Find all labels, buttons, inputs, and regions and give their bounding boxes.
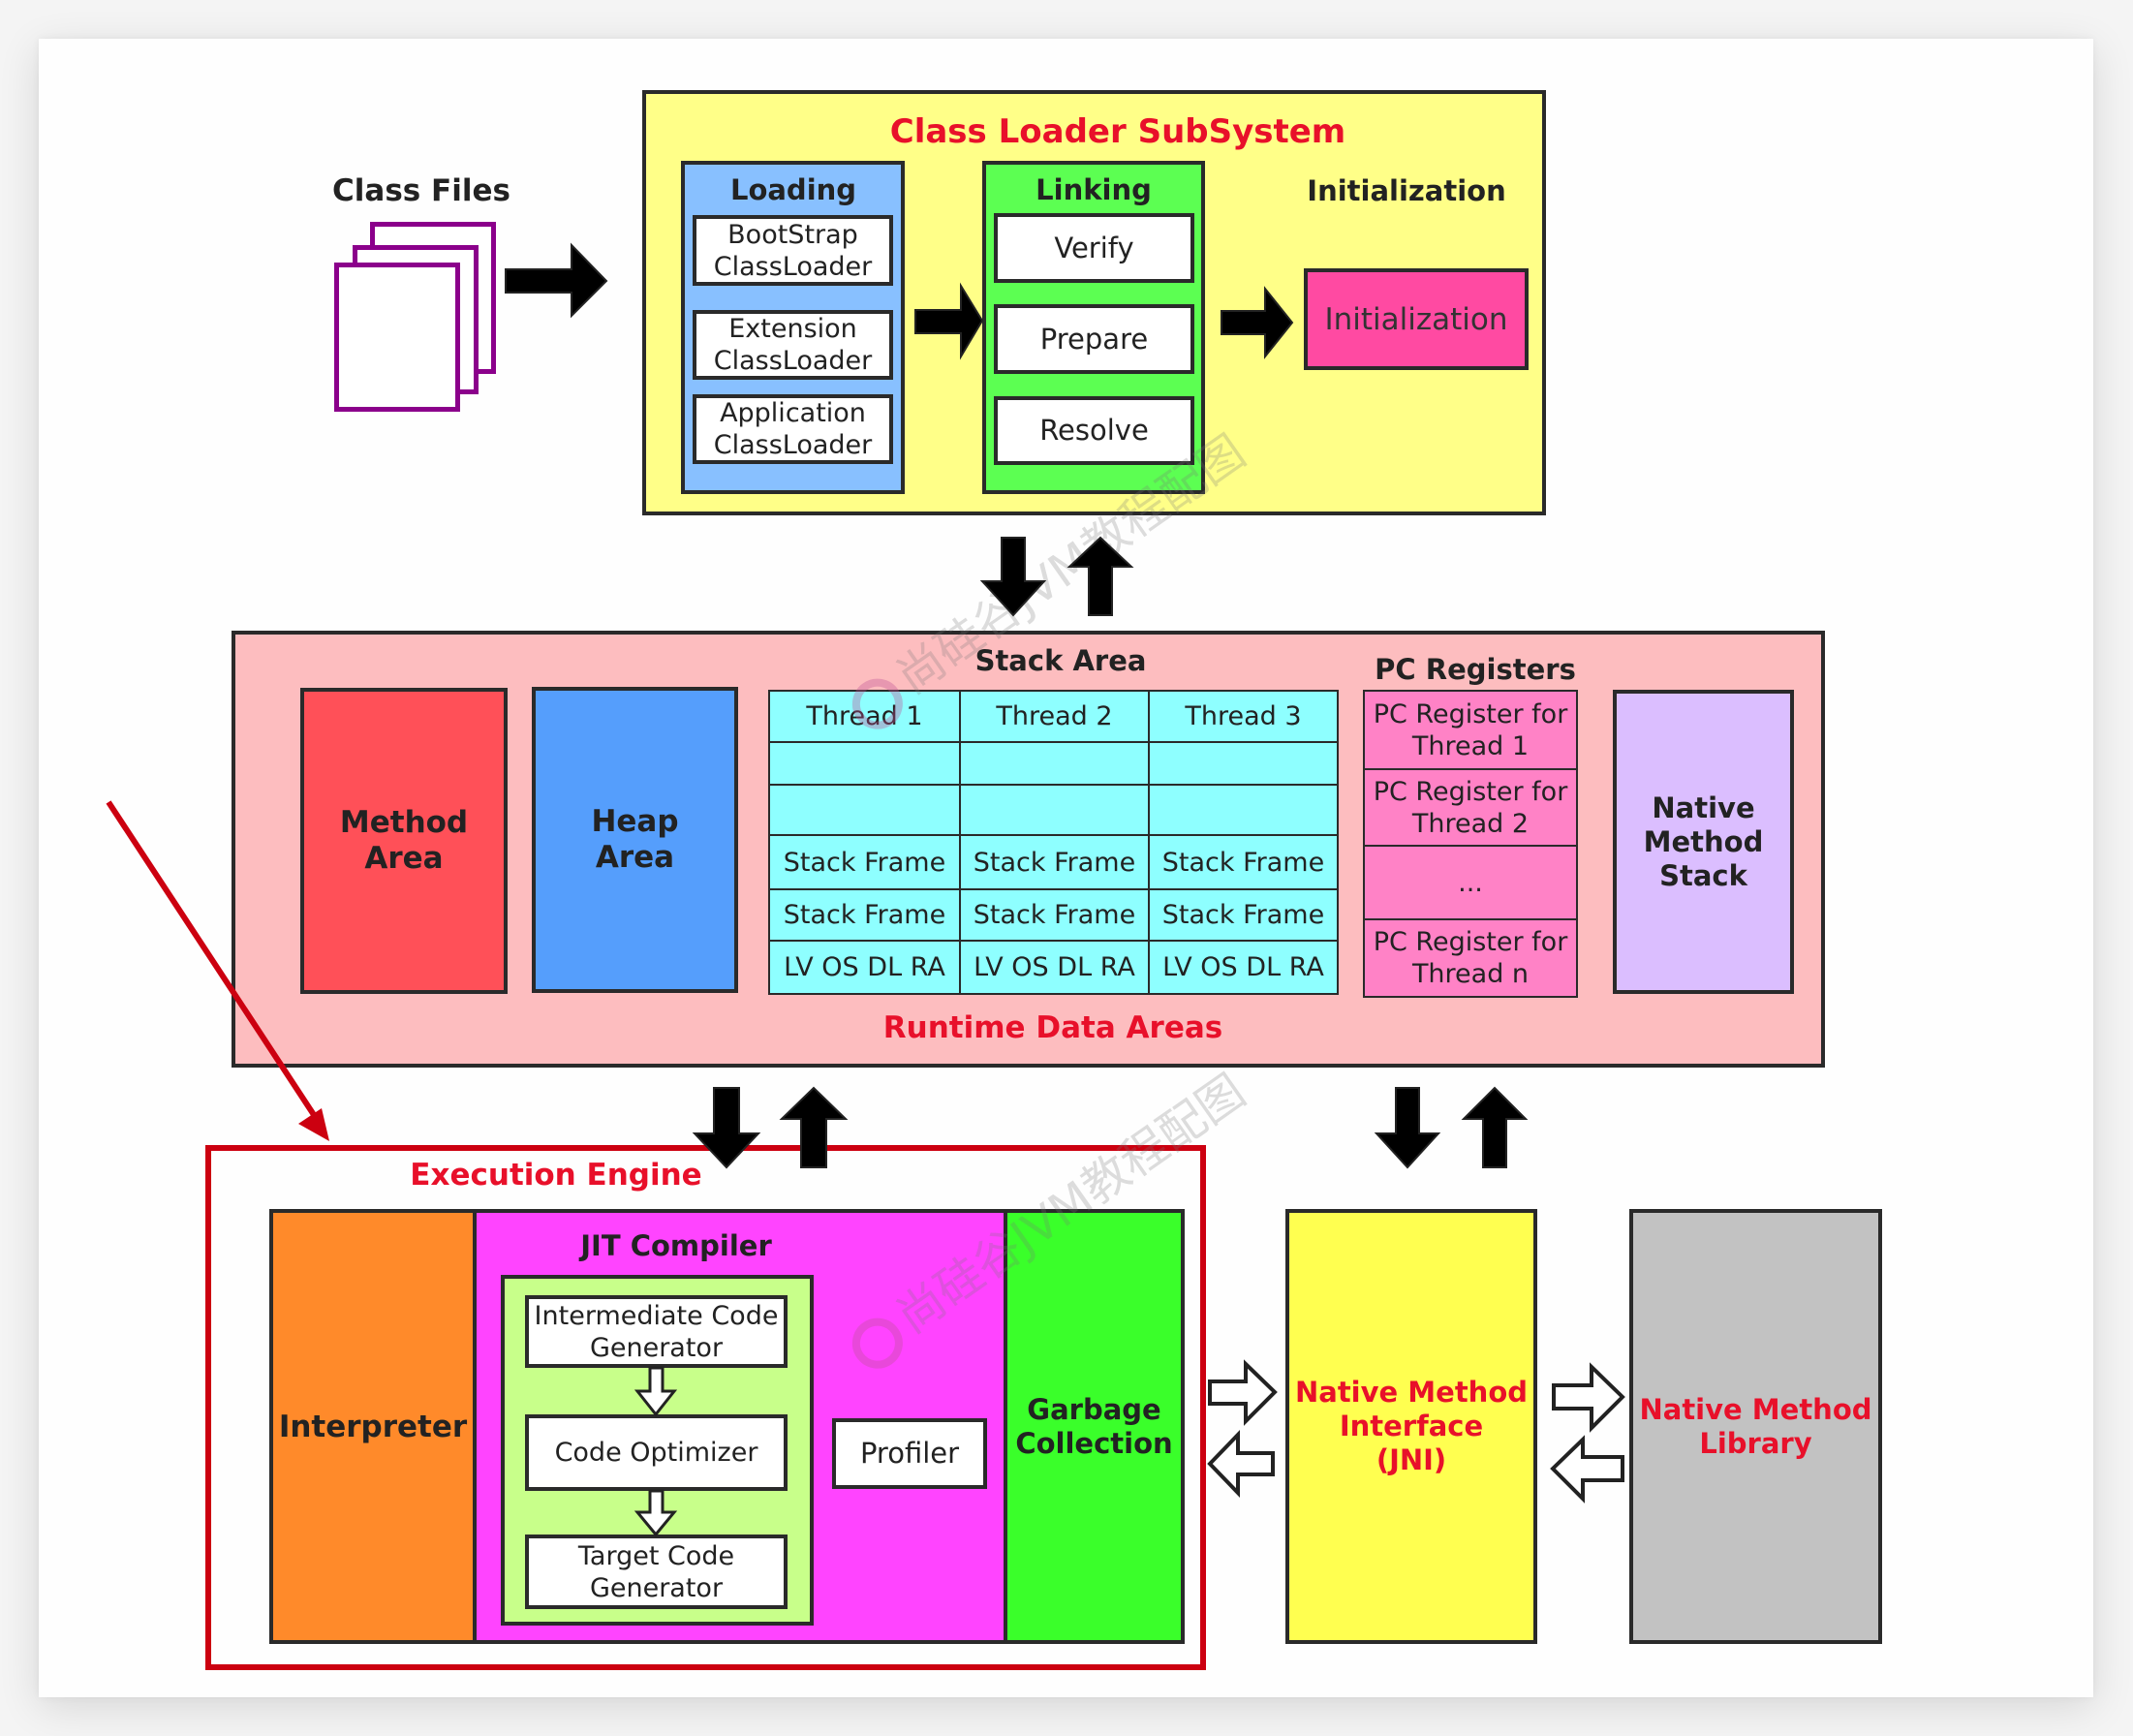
native-lib-line1: Native Method [1639,1392,1872,1426]
intermediate-code-generator: Intermediate Code Generator [525,1295,788,1368]
extension-line2: ClassLoader [713,346,873,376]
pc-registers-label: PC Registers [1375,653,1576,686]
class-file-page-front [334,263,460,412]
stack-cell [1148,784,1339,836]
native-method-library: Native Method Library [1629,1209,1882,1644]
stack-cell: Stack Frame [1148,834,1339,890]
execution-engine-title: Execution Engine [410,1158,702,1193]
stack-cell [768,741,961,786]
jni-line1: Native Method [1294,1376,1529,1409]
initialization-step: Initialization [1304,268,1529,370]
verify-step: Verify [994,213,1194,283]
jit-compiler-label: JIT Compiler [580,1229,772,1262]
method-area-line2: Area [364,841,444,876]
gc-line2: Collection [1015,1426,1173,1460]
stack-cell [768,784,961,836]
stack-cell [959,741,1150,786]
linking-label: Linking [1036,173,1152,206]
stack-cell: Stack Frame [768,834,961,890]
stack-area-label: Stack Area [974,644,1147,677]
bootstrap-line2: ClassLoader [713,251,873,282]
jni-line3: (JNI) [1376,1443,1447,1476]
native-lib-line2: Library [1699,1426,1812,1460]
stack-cell: Stack Frame [959,888,1150,942]
profiler: Profiler [832,1418,987,1489]
stack-cell: LV OS DL RA [1148,940,1339,995]
stack-cell: Stack Frame [1148,888,1339,942]
bootstrap-classloader: BootStrap ClassLoader [693,215,893,286]
thread-header: Thread 1 [768,690,961,743]
stack-cell: LV OS DL RA [959,940,1150,995]
method-area-line1: Method [339,805,469,840]
icg-line2: Generator [589,1332,724,1363]
extension-classloader: Extension ClassLoader [693,310,893,380]
loading-label: Loading [729,173,857,206]
tcg-line2: Generator [589,1572,724,1603]
runtime-data-areas-title: Runtime Data Areas [882,1010,1223,1045]
pc-register-line: Thread 2 [1411,808,1530,839]
resolve-step: Resolve [994,396,1194,465]
pc-register-line: Thread n [1411,959,1530,989]
stack-cell: Stack Frame [959,834,1150,890]
class-files-label: Class Files [332,173,510,208]
stack-cell [959,784,1150,836]
interpreter: Interpreter [269,1209,477,1644]
stack-cell: LV OS DL RA [768,940,961,995]
native-stack-line3: Stack [1659,858,1747,892]
pc-register-line: PC Register for [1373,927,1568,957]
class-loader-title: Class Loader SubSystem [889,112,1346,151]
prepare-step: Prepare [994,304,1194,374]
garbage-collection: Garbage Collection [1004,1209,1185,1644]
pc-register-line: PC Register for [1373,698,1568,729]
heap-area-line2: Area [595,840,675,875]
native-method-stack: Native Method Stack [1613,690,1794,994]
initialization-label: Initialization [1307,174,1506,207]
pc-register-line: ... [1458,867,1483,898]
pc-register-line: PC Register for [1373,776,1568,807]
jni-line2: Interface [1339,1410,1484,1442]
extension-line1: Extension [728,314,857,344]
pc-register-line: Thread 1 [1411,730,1530,761]
icg-line1: Intermediate Code [534,1300,779,1331]
tcg-line1: Target Code [577,1540,735,1571]
native-stack-line2: Method [1643,824,1764,858]
target-code-generator: Target Code Generator [525,1534,788,1609]
application-line2: ClassLoader [713,430,873,460]
thread-header: Thread 2 [959,690,1150,743]
gc-line1: Garbage [1027,1392,1161,1426]
stack-cell: Stack Frame [768,888,961,942]
bootstrap-line1: BootStrap [727,219,858,250]
application-line1: Application [720,398,866,428]
stack-cell [1148,741,1339,786]
code-optimizer: Code Optimizer [525,1414,788,1491]
native-stack-line1: Native [1652,790,1755,824]
heap-area: Heap Area [532,687,738,993]
method-area: Method Area [300,688,508,994]
native-method-interface: Native Method Interface (JNI) [1285,1209,1537,1644]
thread-header: Thread 3 [1148,690,1339,743]
heap-area-line1: Heap [591,804,679,839]
pc-register: ... [1363,845,1578,920]
application-classloader: Application ClassLoader [693,394,893,464]
